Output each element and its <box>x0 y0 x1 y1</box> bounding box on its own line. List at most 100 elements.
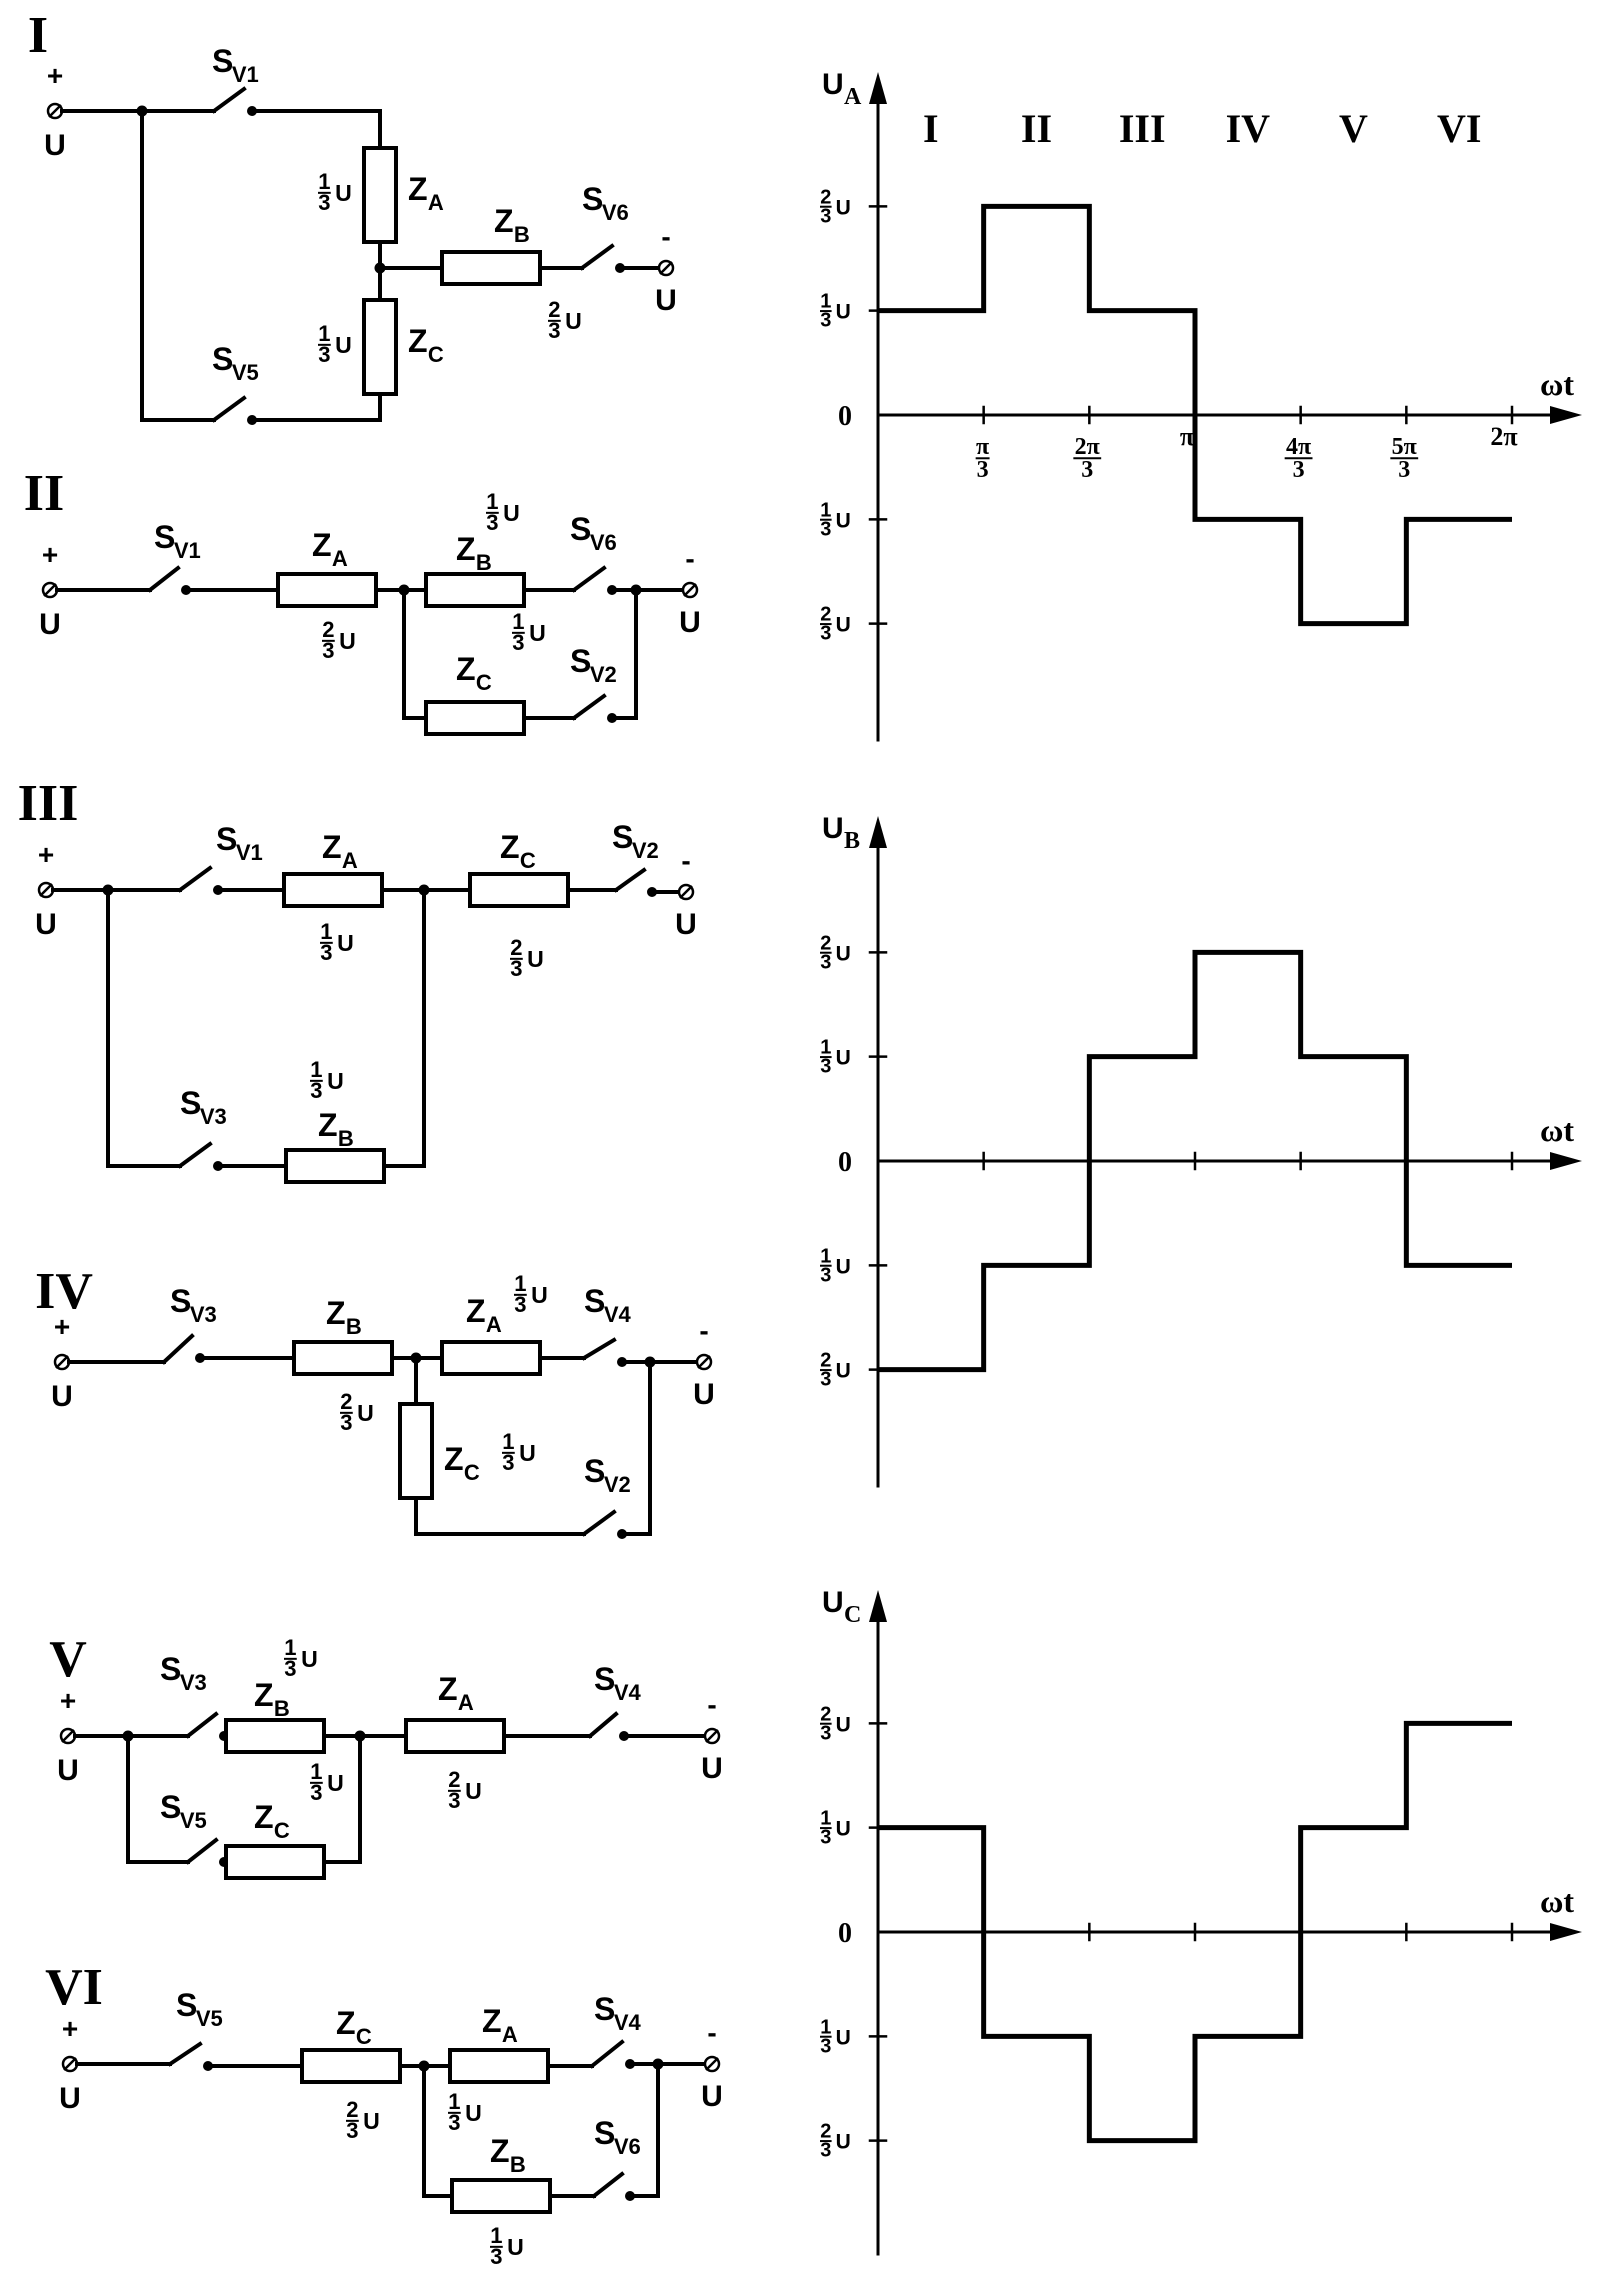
unit-symbol: U <box>527 946 544 972</box>
x-axis-label: ωt <box>1540 1883 1574 1919</box>
plus-sign: + <box>42 539 58 570</box>
impedance-zc <box>398 1402 434 1500</box>
label-subscript: V3 <box>200 1104 227 1129</box>
label-main: Z <box>444 1441 464 1477</box>
unit-symbol: U <box>337 930 354 956</box>
label-main: Z <box>456 651 476 687</box>
label-subscript: B <box>510 2152 526 2177</box>
unit-symbol: U <box>357 1400 374 1426</box>
fraction-denominator: 3 <box>820 518 831 540</box>
fraction-numerator: 2 <box>340 1389 352 1414</box>
switch-blade <box>571 565 607 593</box>
unit-symbol: U <box>836 1818 851 1841</box>
y-axis-arrow <box>869 72 887 104</box>
unit-symbol: U <box>335 180 352 206</box>
switch-v5 <box>211 395 257 425</box>
unit-symbol: U <box>531 1282 548 1308</box>
plus-sign: + <box>54 1311 70 1342</box>
label-subscript: V5 <box>180 1808 207 1833</box>
fraction-denominator: 3 <box>820 951 831 973</box>
y-label-sub: B <box>844 828 860 854</box>
unit-symbol: U <box>339 628 356 654</box>
switch-blade <box>211 86 247 114</box>
unit-symbol: U <box>836 1255 851 1278</box>
y-axis-arrow <box>869 1590 887 1622</box>
x-axis-arrow <box>1550 1152 1582 1170</box>
interval-numeral-v: V <box>49 1631 87 1688</box>
label-main: Z <box>490 2133 510 2169</box>
interval-label: II <box>1021 106 1052 151</box>
switch-contact <box>247 415 257 425</box>
impedance-zb <box>292 1340 394 1376</box>
unit-symbol: U <box>836 942 851 965</box>
fraction-denominator: 3 <box>318 190 330 215</box>
x-tick-label: π <box>1180 422 1194 451</box>
switch-label-v4: SV4 <box>584 1283 632 1327</box>
unit-symbol: U <box>836 614 851 637</box>
label-subscript: V2 <box>604 1472 631 1497</box>
label-main: S <box>154 519 175 555</box>
label-subscript: C <box>476 670 492 695</box>
label-subscript: V1 <box>232 62 259 87</box>
minus-sign: - <box>685 543 694 574</box>
source-u-plus: U <box>39 608 61 641</box>
switch-blade <box>185 1837 219 1865</box>
switch-label-v3: SV3 <box>180 1085 227 1129</box>
voltage-waveform <box>878 949 1512 1373</box>
source-u-minus: U <box>693 1378 715 1411</box>
unit-symbol: U <box>327 1068 344 1094</box>
label-subscript: V3 <box>180 1670 207 1695</box>
label-main: Z <box>482 2003 502 2039</box>
label-main: S <box>594 1991 615 2027</box>
interval-numeral-vi: VI <box>45 1959 103 2016</box>
label-main: S <box>216 821 237 857</box>
terminal-slash <box>705 1729 719 1743</box>
interval-label: V <box>1339 106 1368 151</box>
fraction-denominator: 3 <box>340 1410 352 1435</box>
label-main: Z <box>318 1107 338 1143</box>
unit-symbol: U <box>836 196 851 219</box>
terminal-symbol <box>677 883 695 901</box>
fraction-denominator: 3 <box>346 2118 358 2143</box>
interval-label: I <box>923 106 939 151</box>
switch-label-v6: SV6 <box>594 2115 641 2159</box>
label-subscript: V6 <box>614 2134 641 2159</box>
switch-blade <box>571 693 607 721</box>
fraction-numerator: 1 <box>820 2016 831 2038</box>
label-subscript: V2 <box>590 662 617 687</box>
label-main: Z <box>254 1677 274 1713</box>
impedance-za <box>404 1718 506 1754</box>
y-tick-label-zero: 0 <box>838 1147 852 1178</box>
switch-blade <box>177 865 213 893</box>
fraction-denominator: 3 <box>448 2110 460 2135</box>
switch-blade <box>211 395 247 423</box>
label-main: Z <box>494 203 514 239</box>
label-subscript: B <box>338 1126 354 1151</box>
switch-blade <box>167 2041 203 2067</box>
switch-blade <box>579 243 615 271</box>
switch-blade <box>591 2171 625 2199</box>
label-subscript: B <box>514 222 530 247</box>
label-main: S <box>180 1085 201 1121</box>
label-main: Z <box>254 1799 274 1835</box>
label-subscript: A <box>342 848 358 873</box>
terminal-symbol <box>657 259 675 277</box>
interval-label: IV <box>1226 106 1271 151</box>
